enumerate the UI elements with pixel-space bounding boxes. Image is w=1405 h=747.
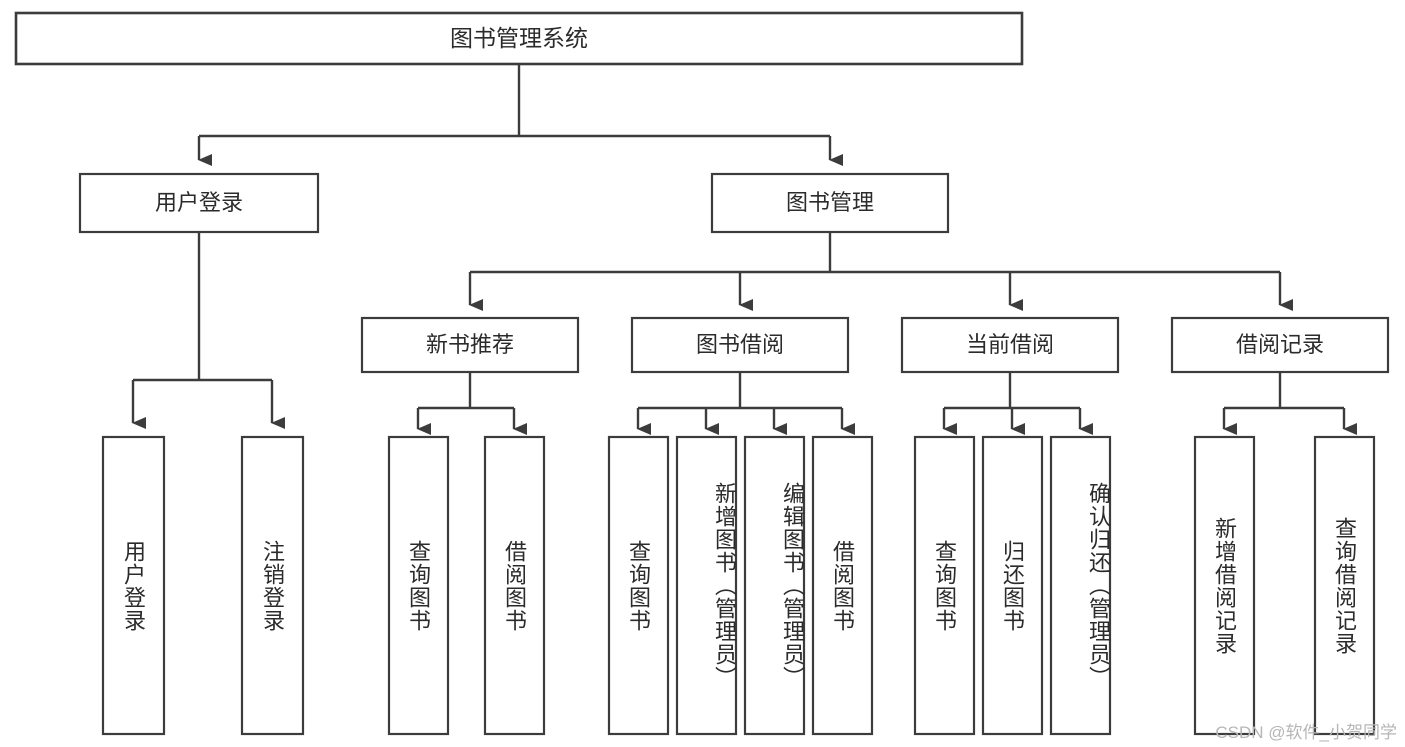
- leaf-box-confirm-return[interactable]: [1049, 435, 1112, 736]
- connector-group-book-manage-to-level2: [468, 232, 1293, 311]
- node-root-system-box[interactable]: [14, 11, 1024, 66]
- connector-group-newbook-to-leaves: [416, 372, 527, 435]
- leaf-box-borrow-book-bb[interactable]: [811, 435, 874, 736]
- node-current-borrow[interactable]: 当前借阅: [900, 316, 1120, 374]
- leaf-box-return-book[interactable]: [981, 435, 1044, 736]
- leaf-box-borrow-book-nb[interactable]: [483, 435, 546, 736]
- watermark-text: CSDN @软件_小贺同学: [1215, 723, 1397, 742]
- leaf-node-group: [101, 435, 1376, 736]
- node-borrow-record-label: 借阅记录: [1236, 332, 1324, 357]
- leaf-box-add-book-admin[interactable]: [675, 435, 738, 736]
- node-new-book-recommend-box[interactable]: [360, 316, 580, 374]
- node-user-login-box[interactable]: [78, 172, 320, 234]
- leaf-box-query-borrow-record[interactable]: [1313, 435, 1376, 736]
- node-new-book-recommend-label: 新书推荐: [426, 332, 514, 357]
- connector-group-root-to-level1: [197, 64, 843, 166]
- node-root-system-label: 图书管理系统: [450, 25, 588, 51]
- node-borrow-record[interactable]: 借阅记录: [1170, 316, 1390, 374]
- node-borrow-record-box[interactable]: [1170, 316, 1390, 374]
- connector-group-user-login-to-leaves: [131, 232, 285, 429]
- leaf-box-query-book-bb[interactable]: [607, 435, 670, 736]
- node-current-borrow-box[interactable]: [900, 316, 1120, 374]
- node-book-borrow-box[interactable]: [630, 316, 850, 374]
- node-book-manage[interactable]: 图书管理: [710, 172, 950, 234]
- connector-group-record-to-leaves: [1222, 372, 1357, 435]
- connector-group-current-to-leaves: [942, 372, 1093, 435]
- node-current-borrow-label: 当前借阅: [966, 332, 1054, 357]
- leaf-box-user-login[interactable]: [101, 435, 166, 736]
- node-root-system[interactable]: 图书管理系统: [14, 11, 1024, 66]
- leaf-box-edit-book-admin[interactable]: [743, 435, 806, 736]
- node-new-book-recommend[interactable]: 新书推荐: [360, 316, 580, 374]
- node-book-borrow[interactable]: 图书借阅: [630, 316, 850, 374]
- node-book-manage-box[interactable]: [710, 172, 950, 234]
- leaf-box-add-borrow-record[interactable]: [1193, 435, 1256, 736]
- leaf-box-query-book-cb[interactable]: [913, 435, 976, 736]
- node-book-manage-label: 图书管理: [786, 190, 874, 215]
- leaf-box-query-book-nb[interactable]: [387, 435, 450, 736]
- node-user-login-label: 用户登录: [155, 190, 243, 215]
- leaf-box-logout-login[interactable]: [240, 435, 305, 736]
- connector-group-borrow-to-leaves: [636, 372, 855, 435]
- node-user-login[interactable]: 用户登录: [78, 172, 320, 234]
- node-book-borrow-label: 图书借阅: [696, 332, 784, 357]
